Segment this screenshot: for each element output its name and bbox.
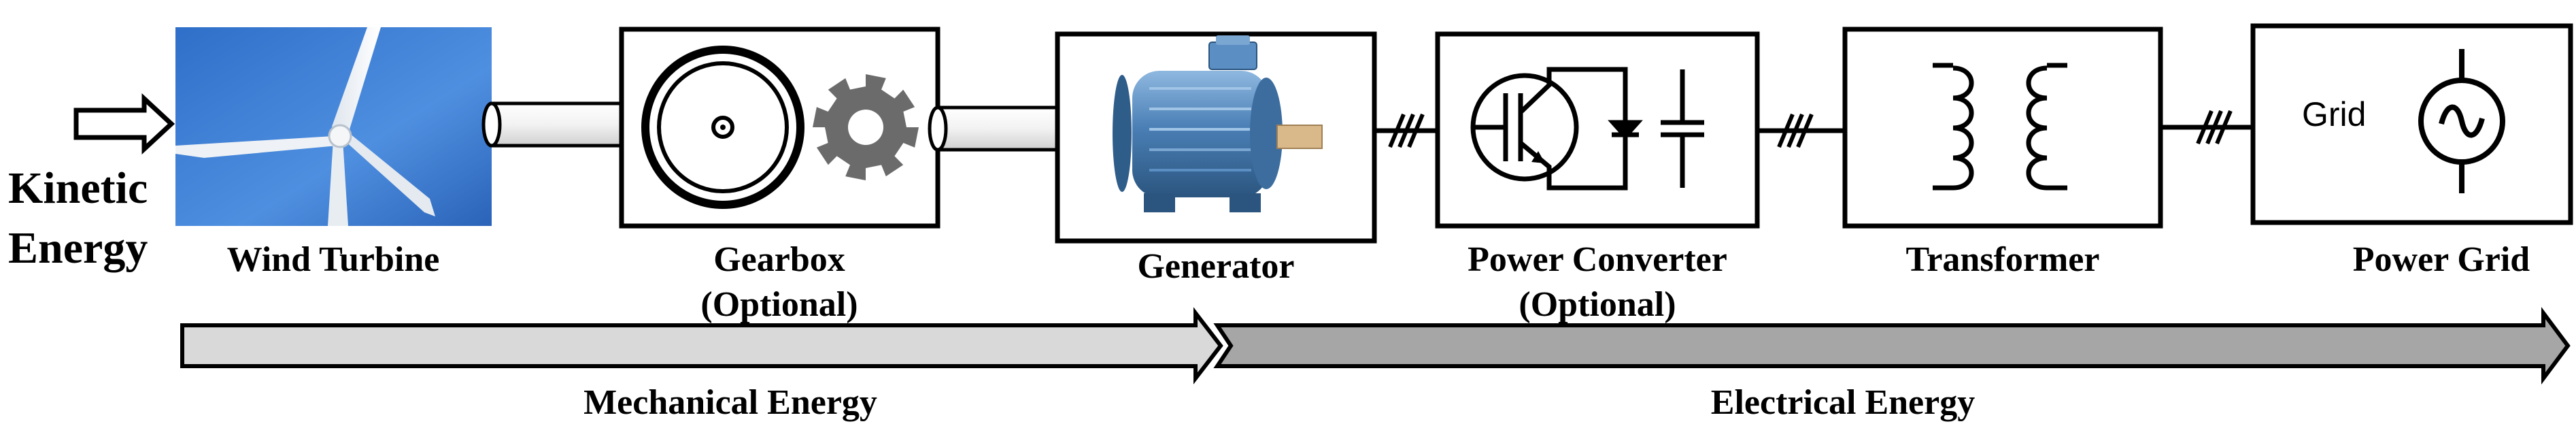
mechanical-shaft [928, 105, 1066, 152]
gear-icon [813, 74, 919, 180]
power-converter-label: Power Converter [1468, 240, 1727, 279]
gearbox-label: Gearbox [713, 240, 845, 279]
turbine-blade-icon [344, 133, 435, 216]
mechanical-energy-arrow [180, 307, 1223, 385]
turbine-blade-icon [175, 136, 337, 158]
electrical-energy-label: Electrical Energy [1711, 383, 1975, 422]
input-label-line2: Energy [8, 223, 148, 273]
input-arrow [73, 93, 175, 155]
mechanical-energy-band: Mechanical Energy [180, 307, 1223, 422]
generator-label: Generator [1137, 247, 1294, 286]
transformer-coil-icon [1933, 63, 2067, 191]
turbine-tower-icon [328, 140, 348, 226]
three-phase-link [1374, 113, 1438, 148]
generator-block: Generator [1055, 31, 1377, 286]
gearbox-sublabel: (Optional) [700, 285, 858, 324]
turbine-hub-icon [328, 124, 352, 148]
mechanical-energy-label: Mechanical Energy [583, 383, 877, 422]
electrical-energy-arrow [1213, 307, 2571, 385]
wind-turbine-block: Wind Turbine [175, 27, 492, 279]
ac-source-icon [2418, 49, 2505, 193]
gearbox-block: Gearbox (Optional) [619, 27, 940, 324]
power-grid-block: Grid Power Grid [2250, 23, 2573, 279]
power-converter-sublabel: (Optional) [1519, 285, 1676, 324]
turbine-blade-icon [332, 27, 381, 133]
emitter-arrow-icon [1531, 151, 1545, 163]
three-phase-link [1757, 113, 1845, 148]
electrical-energy-band: Electrical Energy [1213, 307, 2571, 422]
power-grid-box [2250, 23, 2573, 225]
transformer-label: Transformer [1906, 240, 2100, 279]
kinetic-energy-input: Kinetic Energy [8, 93, 175, 273]
transformer-box [1842, 27, 2163, 229]
transformer-block: Transformer [1842, 27, 2163, 279]
grid-inner-label: Grid [2302, 95, 2366, 133]
three-phase-link [2160, 110, 2253, 145]
gear-ring-icon [641, 46, 804, 209]
motor-icon [1113, 35, 1323, 212]
mechanical-shaft [481, 101, 627, 148]
wind-turbine-label: Wind Turbine [227, 240, 440, 279]
power-converter-box [1435, 31, 1760, 229]
power-converter-block: Power Converter (Optional) [1435, 31, 1760, 324]
input-label-line1: Kinetic [8, 163, 148, 213]
power-grid-label: Power Grid [2353, 240, 2530, 279]
